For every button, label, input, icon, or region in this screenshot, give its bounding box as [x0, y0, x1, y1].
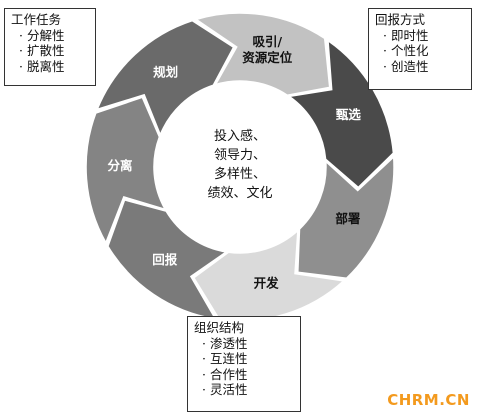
cycle-segment-5	[192, 228, 346, 322]
org-structure-box: 组织结构 渗透性 互连性 合作性 灵活性	[187, 316, 301, 412]
cycle-segment-label-7: 分离	[107, 158, 132, 173]
org-structure-item: 渗透性	[202, 336, 294, 352]
cycle-segment-3	[287, 39, 395, 189]
org-structure-title: 组织结构	[194, 320, 245, 335]
org-structure-item: 合作性	[202, 367, 294, 383]
cycle-segment-label-4: 部署	[335, 211, 361, 226]
cycle-segment-label-6: 回报	[152, 252, 178, 267]
work-tasks-item: 分解性	[19, 28, 89, 44]
work-tasks-title: 工作任务	[11, 12, 62, 27]
center-line-4: 绩效、文化	[207, 186, 272, 201]
org-structure-item: 互连性	[202, 351, 294, 367]
cycle-segment-7	[85, 96, 167, 245]
reward-methods-box: 回报方式 即时性 个性化 创造性	[368, 8, 472, 90]
cycle-segment-1	[95, 19, 235, 137]
org-structure-item: 灵活性	[202, 382, 294, 398]
work-tasks-item: 脱离性	[19, 59, 89, 75]
center-line-2: 领导力、	[214, 148, 266, 163]
cycle-segment-label-3: 甄选	[336, 107, 362, 122]
reward-methods-item: 创造性	[383, 59, 465, 75]
reward-methods-title: 回报方式	[375, 12, 426, 27]
cycle-center-text: 投入感、 领导力、 多样性、 绩效、文化	[207, 128, 272, 201]
center-line-3: 多样性、	[214, 166, 266, 182]
work-tasks-box: 工作任务 分解性 扩散性 脱离性	[4, 8, 96, 86]
center-line-1: 投入感、	[214, 128, 266, 144]
cycle-segment-label-1: 规划	[153, 64, 178, 79]
reward-methods-item: 即时性	[383, 28, 465, 44]
reward-methods-item: 个性化	[383, 43, 465, 59]
cycle-segment-6	[107, 198, 229, 320]
work-tasks-item: 扩散性	[19, 43, 89, 59]
cycle-segment-label-5: 开发	[254, 276, 280, 291]
cycle-segment-label-2: 吸引/资源定位	[242, 34, 293, 65]
cycle-segment-4	[297, 155, 395, 279]
cycle-segment-2	[194, 12, 331, 96]
watermark-logo: CHRM.CN	[387, 391, 470, 409]
